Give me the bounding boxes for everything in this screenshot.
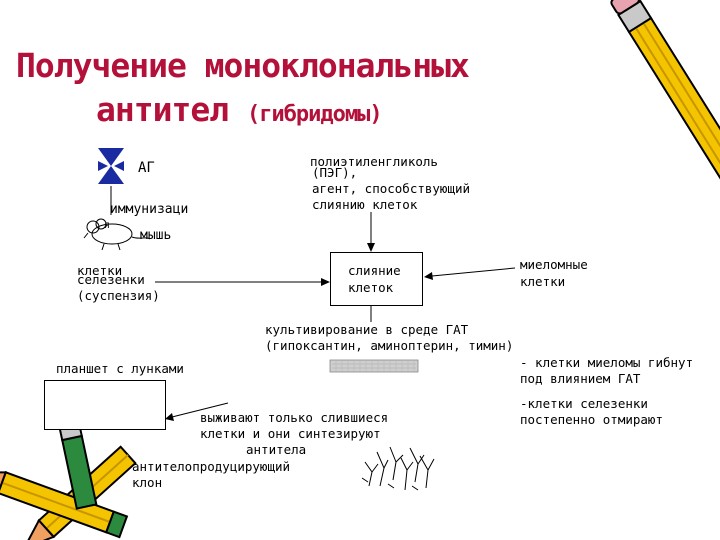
peg-label-4: слиянию клеток <box>312 197 418 212</box>
antigen-icon <box>98 148 124 184</box>
clone-label-2: клон <box>132 475 163 490</box>
survive-label-2: клетки и они синтезируют <box>200 426 381 441</box>
culture-dish-icon <box>329 359 419 373</box>
mouse-icon <box>83 218 151 251</box>
spleen-cells-label-1: клетки <box>77 263 123 278</box>
peg-label-3: агент, способствующий <box>312 181 471 196</box>
peg-label-2: (ПЭГ), <box>312 165 358 180</box>
antibody-clone-icon <box>361 446 435 491</box>
fusion-label-2: клеток <box>348 280 394 295</box>
mouse-label: мышь <box>140 228 172 243</box>
pencil-icon-bottom-2 <box>0 471 129 539</box>
antigen-label: АГ <box>138 160 155 176</box>
arrow-head <box>321 278 330 286</box>
culture-label-1: культивирование в среде ГАТ <box>265 322 469 337</box>
fusion-box <box>330 252 423 306</box>
culture-label-2: (гипоксантин, аминоптерин, тимин) <box>265 338 514 353</box>
fusion-label-1: слияние <box>348 263 401 278</box>
title-antibodies: антител <box>96 90 229 129</box>
immunization-label: иммунизаци <box>110 202 189 217</box>
spleen-cells-label-2: селезенки <box>77 272 145 287</box>
myeloma-die-note-1: - клетки миеломы гибнут <box>520 355 694 370</box>
spleen-cells-label-3: (суспензия) <box>77 288 160 303</box>
survive-label-1: выживают только слившиеся <box>200 410 389 425</box>
spleen-die-note-2: постепенно отмирают <box>520 412 663 427</box>
title-line-2: антител (гибридомы) <box>96 90 383 129</box>
survive-label-3: антитела <box>246 442 307 457</box>
pencil-icon-right <box>610 0 720 314</box>
myeloma-die-note-2: под влиянием ГАТ <box>520 371 641 386</box>
peg-label-1: полиэтиленгликоль <box>310 154 438 169</box>
clone-label-1: антителопродуцирующий <box>132 459 291 474</box>
spleen-die-note-1: -клетки селезенки <box>520 396 648 411</box>
immunization-label-end: я <box>104 220 111 231</box>
title-line-1: Получение моноклональных <box>16 46 470 85</box>
myeloma-label-1: миеломные <box>520 257 588 272</box>
myeloma-label-2: клетки <box>520 274 566 289</box>
plate-box <box>44 380 166 430</box>
plate-label: планшет с лунками <box>56 361 184 376</box>
title-hybridomas: (гибридомы) <box>246 102 383 127</box>
